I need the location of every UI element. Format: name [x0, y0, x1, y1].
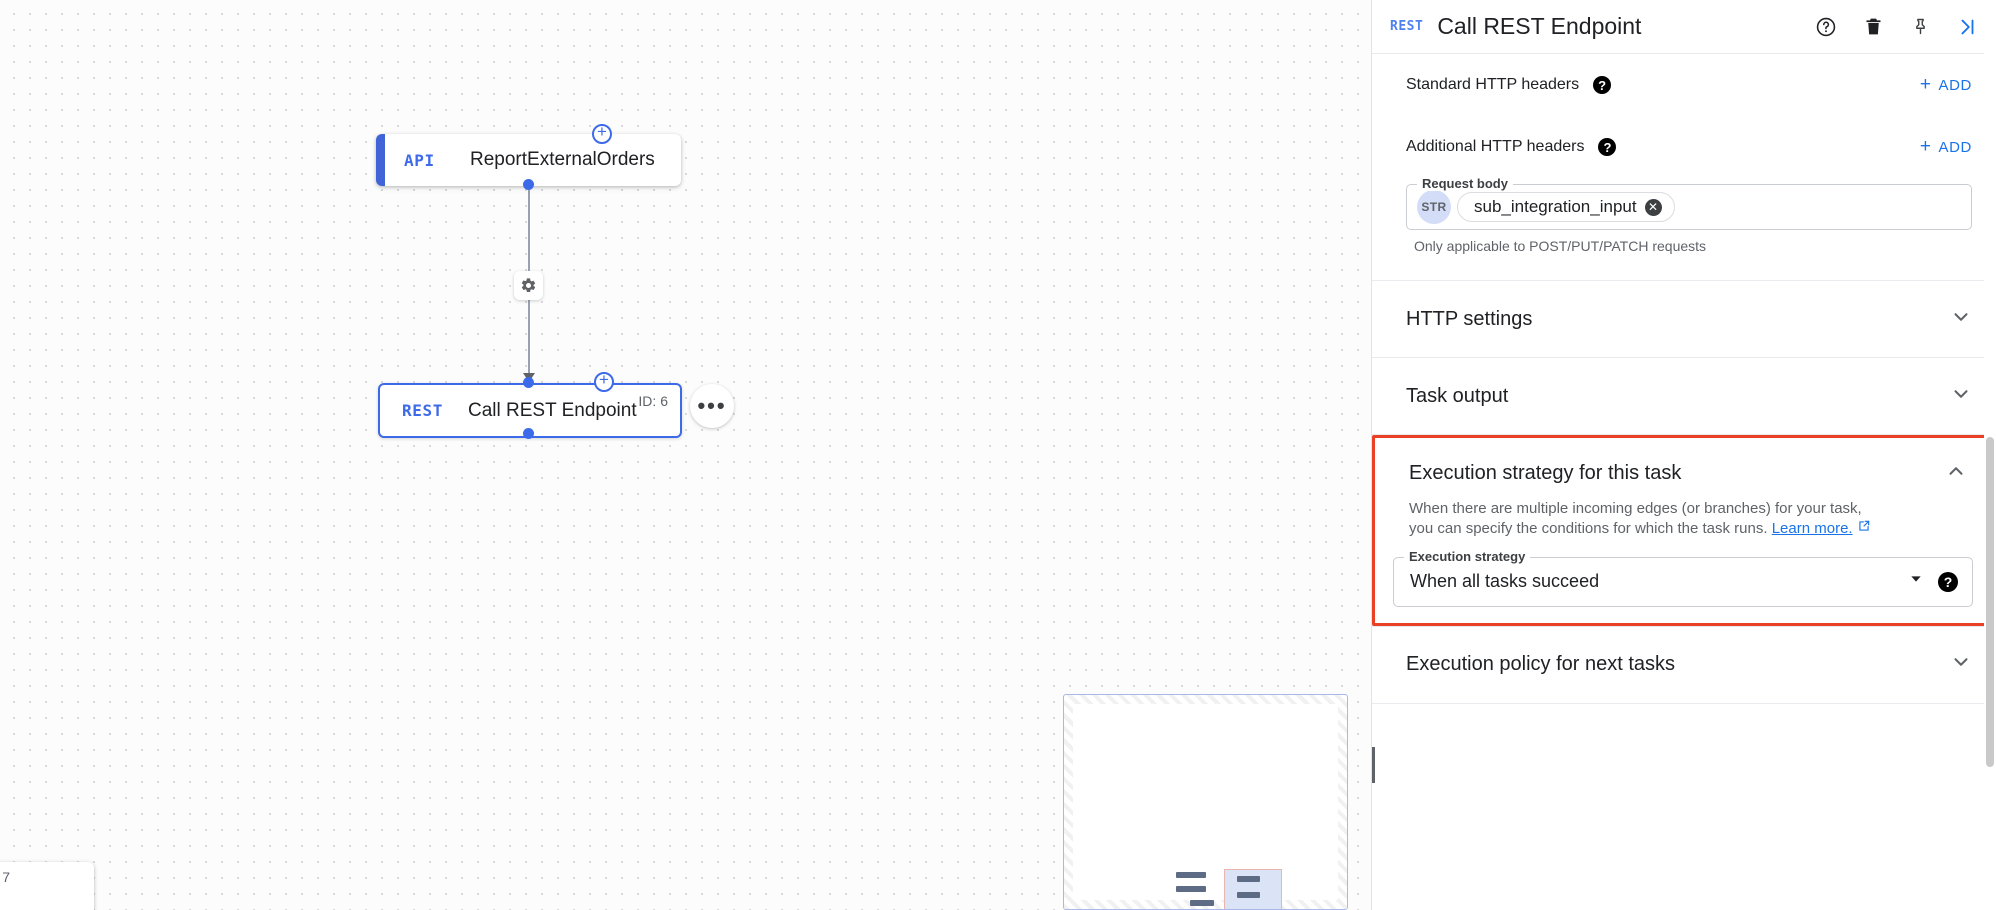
pin-icon[interactable] — [1907, 14, 1933, 40]
request-body-variable-label: sub_integration_input — [1474, 197, 1637, 216]
add-node-button-api[interactable]: + — [592, 122, 612, 144]
standard-http-headers-row: Standard HTTP headers ? + ADD — [1372, 54, 1996, 116]
execution-strategy-description: When there are multiple incoming edges (… — [1375, 500, 1991, 539]
request-body-helper-text: Only applicable to POST/PUT/PATCH reques… — [1414, 238, 1707, 254]
panel-scroll-indicator — [1372, 747, 1375, 783]
request-body-field[interactable]: Request body STR sub_integration_input ✕ — [1406, 176, 1972, 230]
canvas-node-api[interactable]: API ReportExternalOrders — [376, 134, 681, 186]
panel-title: Call REST Endpoint — [1437, 13, 1642, 39]
additional-http-headers-label: Additional HTTP headers — [1406, 138, 1585, 155]
node-type-chip: REST — [402, 401, 443, 420]
node-label: ReportExternalOrders — [470, 149, 655, 170]
add-standard-header-button[interactable]: + ADD — [1920, 74, 1972, 96]
help-icon[interactable] — [1813, 14, 1839, 40]
add-additional-header-label: ADD — [1938, 138, 1972, 156]
help-icon[interactable]: ? — [1593, 76, 1612, 94]
node-id-tag: ID: 7 — [0, 869, 10, 885]
execution-strategy-desc-line1: When there are multiple incoming edges (… — [1409, 500, 1862, 517]
divider — [1372, 625, 1996, 627]
node-id-tag: ID: 6 — [638, 393, 668, 409]
request-body-variable-chip[interactable]: sub_integration_input ✕ — [1457, 192, 1675, 222]
request-body-legend: Request body — [1417, 176, 1513, 191]
chevron-down-icon — [1950, 306, 1972, 333]
execution-strategy-select[interactable]: Execution strategy When all tasks succee… — [1393, 548, 1973, 607]
node-label: Call REST Endpoint — [468, 399, 637, 421]
additional-http-headers-row: Additional HTTP headers ? + ADD — [1372, 116, 1996, 178]
help-icon[interactable]: ? — [1938, 571, 1958, 592]
divider — [1372, 357, 1996, 358]
learn-more-link[interactable]: Learn more. — [1771, 519, 1853, 537]
task-config-panel: REST Call REST Endpoint — [1371, 0, 1996, 910]
chevron-down-icon[interactable] — [1908, 571, 1924, 592]
node-more-options-button[interactable]: ••• — [690, 384, 734, 428]
variable-type-badge: STR — [1417, 190, 1451, 224]
node-rest-input-dot[interactable] — [523, 377, 534, 388]
section-execution-policy-title: Execution policy for next tasks — [1406, 653, 1676, 676]
chevron-down-icon — [1950, 651, 1972, 678]
standard-http-headers-label: Standard HTTP headers — [1406, 76, 1580, 93]
node-type-chip: API — [404, 150, 435, 170]
section-execution-strategy-header[interactable]: Execution strategy for this task — [1375, 438, 1991, 508]
panel-body: Standard HTTP headers ? + ADD Additional… — [1372, 54, 1996, 910]
add-node-button-rest[interactable]: + — [594, 370, 614, 392]
add-standard-header-label: ADD — [1938, 76, 1972, 94]
node-api-output-dot[interactable] — [523, 179, 534, 190]
plus-icon: + — [1919, 136, 1932, 157]
section-execution-strategy-title: Execution strategy for this task — [1409, 461, 1682, 484]
section-http-settings-title: HTTP settings — [1406, 307, 1533, 330]
gear-icon[interactable] — [514, 271, 543, 300]
plus-icon: + — [1919, 74, 1932, 95]
collapse-panel-icon[interactable] — [1954, 14, 1980, 40]
execution-strategy-select-value: When all tasks succeed — [1410, 571, 1600, 592]
divider — [1372, 702, 1996, 704]
section-execution-policy[interactable]: Execution policy for next tasks — [1372, 627, 1996, 703]
plus-icon: + — [599, 370, 609, 389]
canvas-node-partial[interactable]: ID: 7 — [0, 862, 94, 910]
plus-icon: + — [597, 122, 607, 141]
divider — [1372, 280, 1996, 281]
section-task-output-title: Task output — [1406, 384, 1509, 407]
execution-strategy-desc-line2: you can specify the conditions for which… — [1409, 519, 1768, 537]
help-icon[interactable]: ? — [1598, 138, 1617, 156]
section-http-settings[interactable]: HTTP settings — [1372, 281, 1996, 357]
panel-scrollbar-track[interactable] — [1984, 0, 1996, 910]
overview-inner — [1073, 704, 1338, 900]
chevron-down-icon — [1950, 383, 1972, 410]
node-accent-bar — [376, 134, 385, 186]
divider — [1372, 434, 1996, 435]
execution-strategy-select-legend: Execution strategy — [1404, 548, 1531, 564]
chevron-up-icon — [1945, 460, 1967, 487]
add-additional-header-button[interactable]: + ADD — [1920, 136, 1972, 158]
execution-strategy-section: Execution strategy for this task When th… — [1372, 435, 1994, 626]
panel-header-actions — [1813, 14, 1980, 40]
close-icon[interactable]: ✕ — [1644, 198, 1662, 216]
node-rest-output-dot[interactable] — [523, 428, 534, 439]
external-link-icon — [1857, 520, 1871, 536]
panel-scrollbar-thumb[interactable] — [1986, 437, 1994, 767]
panel-type-chip: REST — [1390, 19, 1424, 34]
workflow-canvas[interactable]: API ReportExternalOrders + REST Call RES… — [0, 0, 1371, 910]
canvas-overview-panel[interactable] — [1063, 694, 1348, 910]
section-task-output[interactable]: Task output — [1372, 358, 1996, 434]
delete-icon[interactable] — [1860, 14, 1886, 40]
panel-header: REST Call REST Endpoint — [1372, 0, 1996, 54]
